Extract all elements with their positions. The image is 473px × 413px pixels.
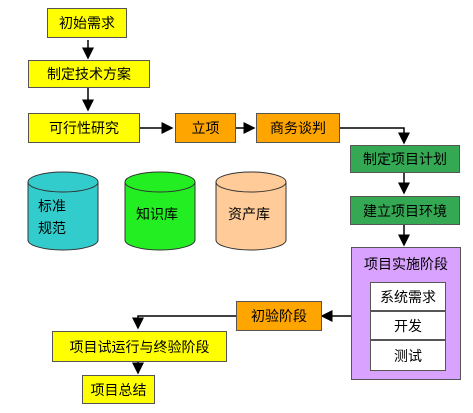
node-system-requirements: 系统需求 xyxy=(370,282,446,311)
implementation-phase-title: 项目实施阶段 xyxy=(364,257,448,273)
node-trial-and-final: 项目试运行与终验阶段 xyxy=(52,331,227,362)
arrow-acceptance-to-trial xyxy=(132,315,236,330)
node-project-plan: 制定项目计划 xyxy=(350,145,460,173)
arrow-negotiation-to-projectplan xyxy=(340,127,410,145)
node-tech-plan: 制定技术方案 xyxy=(28,60,150,88)
node-project-setup: 立项 xyxy=(175,113,236,143)
node-development: 开发 xyxy=(370,311,446,340)
asset-base-cylinder xyxy=(215,171,287,251)
asset-base-label: 资产库 xyxy=(228,207,270,223)
standards-label-line1: 标准 xyxy=(38,199,66,215)
standards-cylinder xyxy=(27,171,99,251)
node-testing: 测试 xyxy=(370,340,446,371)
standards-label-line2: 规范 xyxy=(38,221,66,237)
knowledge-base-label: 知识库 xyxy=(136,207,178,223)
node-acceptance-phase: 初验阶段 xyxy=(236,301,322,331)
node-initial-requirements: 初始需求 xyxy=(47,8,127,38)
node-business-negotiation: 商务谈判 xyxy=(256,113,340,143)
node-feasibility: 可行性研究 xyxy=(28,113,140,143)
node-project-environment: 建立项目环境 xyxy=(350,196,460,225)
node-summary: 项目总结 xyxy=(82,375,155,404)
knowledge-base-cylinder xyxy=(124,171,196,251)
standards-label: 标准 规范 xyxy=(38,196,66,240)
